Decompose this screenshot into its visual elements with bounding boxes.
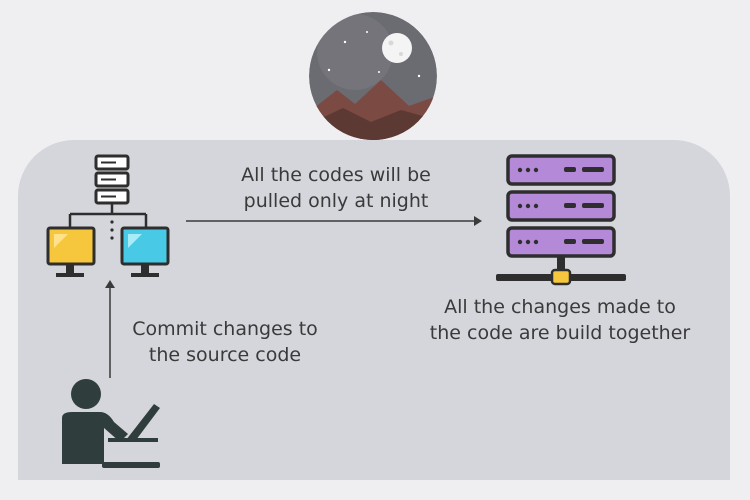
pulled-at-night-line-2: pulled only at night <box>243 190 429 212</box>
night-moon-icon <box>309 12 437 140</box>
developer-laptop-icon <box>62 379 160 468</box>
network-computers-icon <box>46 154 170 277</box>
build-together-line-1: All the changes made to <box>444 296 676 318</box>
pulled-at-night-label: All the codes will be pulled only at nig… <box>196 162 476 214</box>
build-server-icon <box>496 154 626 286</box>
pulled-at-night-line-1: All the codes will be <box>241 164 431 186</box>
commit-changes-label: Commit changes to the source code <box>110 316 340 368</box>
build-together-label: All the changes made to the code are bui… <box>400 294 720 346</box>
pull-arrow <box>186 216 482 226</box>
commit-changes-line-2: the source code <box>148 344 302 366</box>
commit-changes-line-1: Commit changes to <box>132 318 318 340</box>
commit-arrow <box>105 280 115 378</box>
build-together-line-2: the code are build together <box>429 322 691 344</box>
